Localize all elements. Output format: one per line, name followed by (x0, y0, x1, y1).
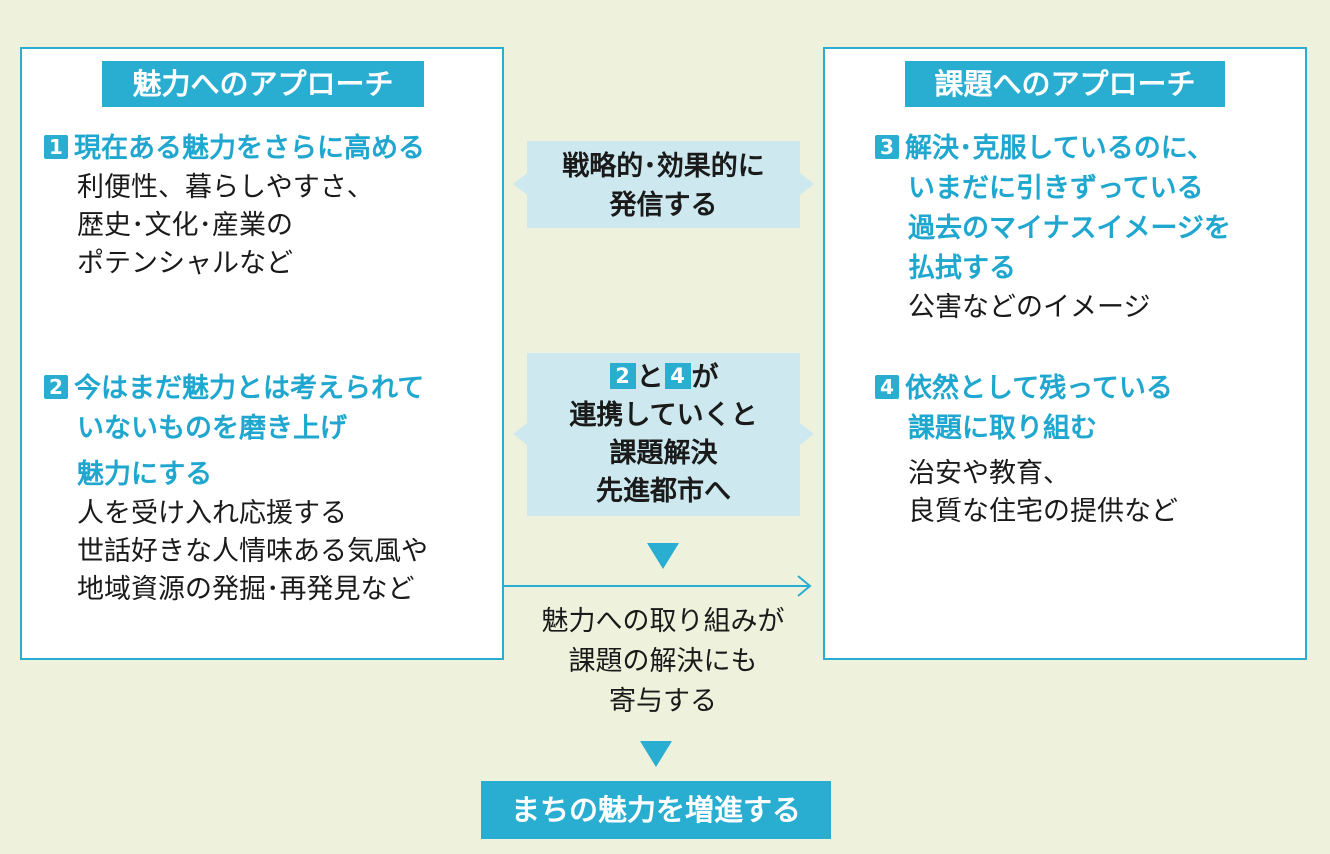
item-2-title-line: いないものを磨き上げ (77, 413, 347, 444)
collab-line: 連携していくと (569, 400, 758, 431)
item-3-title-line: 過去のマイナスイメージを (908, 213, 1231, 244)
item-2-title-line: 今はまだ魅力とは考えられて (74, 373, 425, 404)
item-1-number-badge: 1 (44, 135, 68, 159)
down-arrow-icon (640, 741, 672, 767)
item-3-description: 公害などのイメージ (875, 289, 1231, 327)
item-4-number-badge: 4 (875, 375, 899, 399)
item-4-description: 治安や教育、 良質な住宅の提供など (875, 455, 1178, 531)
strategic-line: 発信する (609, 190, 718, 221)
connector-arrowhead-icon (797, 575, 812, 597)
item-3-title-line: 払拭する (908, 253, 1016, 284)
item-4-desc-line: 治安や教育、 (908, 458, 1070, 489)
item-4-title-line: 課題に取り組む (908, 413, 1097, 444)
item-2-desc-line: 世話好きな人情味ある気風や (77, 536, 428, 567)
left-arrow-icon (513, 173, 527, 195)
collab-and-text: と (636, 362, 664, 393)
item-2-desc-line: 人を受け入れ応援する (77, 498, 347, 529)
right-arrow-icon (800, 423, 814, 445)
contribution-text: 魅力への取り組みが 課題の解決にも 寄与する (507, 602, 819, 722)
strategic-line: 戦略的･効果的に (562, 151, 765, 182)
item-1-desc-line: 利便性、暮らしやすさ、 (77, 172, 374, 203)
item-1-desc-line: 歴史･文化･産業の (77, 210, 293, 241)
item-2-number-badge: 2 (44, 375, 68, 399)
item-2-desc-line: 地域資源の発掘･再発見など (77, 574, 415, 605)
item-3-title-line: 解決･克服しているのに、 (905, 133, 1214, 164)
item-2-description: 人を受け入れ応援する 世話好きな人情味ある気風や 地域資源の発掘･再発見など (44, 495, 428, 609)
item-3-title-line: いまだに引きずっている (908, 173, 1204, 204)
item-4-title-line: 依然として残っている (905, 373, 1173, 404)
collab-line: 先進都市へ (596, 476, 731, 507)
left-arrow-icon (513, 423, 527, 445)
collab-line: 課題解決 (609, 438, 718, 469)
collab-ga-text: が (691, 362, 719, 393)
item-4-desc-line: 良質な住宅の提供など (908, 496, 1178, 527)
issue-approach-header: 課題へのアプローチ (905, 61, 1225, 107)
item-3-desc-line: 公害などのイメージ (908, 292, 1151, 323)
contribution-line: 魅力への取り組みが (541, 606, 785, 637)
number-2-badge: 2 (609, 363, 636, 389)
item-2-title-line: 魅力にする (77, 459, 213, 490)
final-goal-box: まちの魅力を増進する (481, 781, 831, 839)
item-1-desc-line: ポテンシャルなど (77, 248, 293, 279)
contribution-line: 寄与する (609, 686, 717, 717)
attraction-approach-header: 魅力へのアプローチ (102, 61, 424, 107)
down-arrow-icon (647, 543, 679, 569)
contribution-line: 課題の解決にも (568, 646, 758, 677)
strategic-messaging-box: 戦略的･効果的に 発信する (527, 141, 800, 228)
item-1-title-line: 現在ある魅力をさらに高める (74, 133, 425, 164)
item-3-number-badge: 3 (875, 135, 899, 159)
item-1-description: 利便性、暮らしやすさ、 歴史･文化･産業の ポテンシャルなど (44, 169, 425, 283)
number-4-badge: 4 (664, 363, 691, 389)
right-arrow-icon (800, 173, 814, 195)
